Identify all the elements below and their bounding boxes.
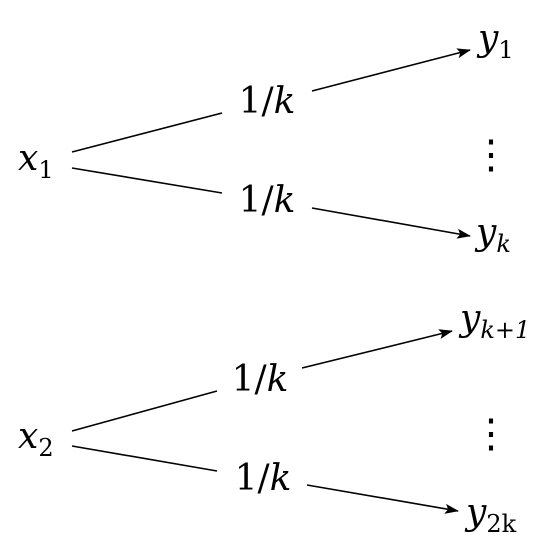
edge-x1-y1 bbox=[71, 112, 223, 153]
edge-x2-y2k bbox=[71, 445, 218, 472]
node-y2k: y2k bbox=[464, 492, 517, 538]
edge-label-x2-y2k: 1/k bbox=[235, 458, 292, 499]
edge-label-x1-y1: 1/k bbox=[239, 81, 296, 122]
node-yk: yk bbox=[474, 212, 511, 258]
ellipsis-lower: ⋮ bbox=[471, 411, 511, 457]
edge-x1-y1-arrow bbox=[311, 48, 471, 92]
edge-x1-yk-arrow bbox=[311, 207, 471, 239]
edge-x2-yk1 bbox=[71, 390, 218, 432]
edge-x1-yk bbox=[71, 167, 223, 194]
edge-x2-yk1-arrow bbox=[301, 329, 453, 369]
edge-x2-y2k-arrow bbox=[306, 484, 459, 514]
node-x2: x2 bbox=[18, 416, 54, 462]
node-yk1: yk+1 bbox=[458, 298, 530, 344]
edge-label-x2-yk1: 1/k bbox=[232, 359, 289, 400]
node-y1: y1 bbox=[476, 18, 514, 64]
edge-label-x1-yk: 1/k bbox=[239, 180, 296, 221]
ellipsis-upper: ⋮ bbox=[471, 132, 511, 178]
node-x1: x1 bbox=[18, 138, 54, 184]
